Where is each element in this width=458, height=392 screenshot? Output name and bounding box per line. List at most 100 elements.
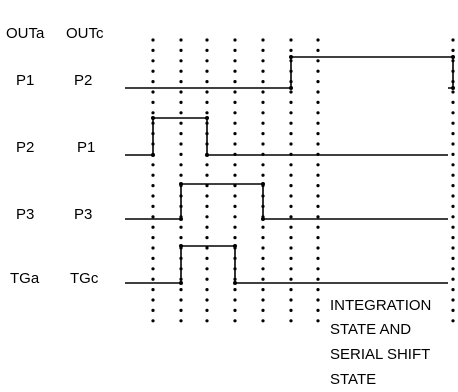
- grid-dot: [289, 267, 293, 271]
- grid-dot: [451, 319, 455, 323]
- grid-dot: [151, 48, 155, 53]
- grid-dot: [289, 204, 293, 208]
- grid-dot: [261, 173, 265, 177]
- grid-dot: [233, 163, 237, 167]
- grid-dot: [233, 308, 237, 312]
- grid-dot: [151, 59, 155, 63]
- grid-dot: [451, 90, 455, 94]
- grid-dot: [233, 111, 237, 115]
- column-header-outc: OUTc: [66, 25, 104, 42]
- grid-dot: [316, 256, 320, 260]
- grid-dot: [205, 59, 209, 63]
- waveform-vertex-dot: [261, 182, 265, 186]
- grid-dot: [451, 236, 455, 240]
- grid-dot: [289, 236, 293, 240]
- grid-dot: [151, 184, 155, 188]
- grid-dot: [316, 319, 320, 323]
- state-note-line-3: SERIAL SHIFT: [330, 346, 430, 363]
- waveform-vertex-dot: [179, 217, 183, 221]
- grid-dot: [261, 111, 265, 115]
- grid-dot: [451, 215, 455, 219]
- grid-dot: [205, 246, 209, 250]
- grid-dot: [233, 236, 237, 240]
- grid-dot: [261, 132, 265, 136]
- grid-dot: [205, 267, 209, 271]
- grid-dot: [205, 163, 209, 167]
- grid-dot: [151, 38, 155, 42]
- grid-dot: [451, 100, 455, 104]
- grid-dot: [233, 225, 237, 229]
- grid-dot: [289, 184, 293, 188]
- grid-dot: [151, 319, 155, 323]
- grid-dot: [451, 132, 455, 136]
- grid-dot: [179, 80, 183, 84]
- grid-dot: [233, 204, 237, 208]
- grid-dot: [151, 246, 155, 250]
- grid-dot: [205, 204, 209, 208]
- grid-dot: [205, 298, 209, 302]
- grid-dot: [233, 38, 237, 42]
- waveform-vertex-dot: [151, 116, 155, 120]
- signal-label-outc-1: P2: [74, 72, 92, 89]
- grid-dot: [451, 111, 455, 115]
- grid-dot: [261, 142, 265, 146]
- waveform-vertex-dot: [233, 244, 237, 248]
- grid-dot: [451, 173, 455, 177]
- grid-dot: [261, 298, 265, 302]
- grid-dot: [205, 111, 209, 115]
- grid-dot: [261, 48, 265, 53]
- grid-dot: [316, 38, 320, 42]
- signal-label-outa-3: P3: [16, 206, 34, 223]
- grid-dot: [179, 236, 183, 240]
- grid-dot: [289, 246, 293, 250]
- grid-dot: [151, 298, 155, 302]
- waveform-vertex-dot: [205, 153, 209, 157]
- grid-dot: [179, 100, 183, 104]
- grid-dot: [205, 277, 209, 281]
- grid-dot: [289, 288, 293, 292]
- grid-dot: [205, 319, 209, 323]
- grid-dot: [316, 308, 320, 312]
- grid-dot: [261, 38, 265, 42]
- dotted-grid: [151, 38, 455, 323]
- grid-dot: [289, 298, 293, 302]
- grid-dot: [451, 308, 455, 312]
- waveform-vertex-dot: [289, 86, 293, 90]
- grid-dot: [316, 80, 320, 84]
- grid-dot: [179, 225, 183, 229]
- grid-dot: [289, 194, 293, 198]
- grid-dot: [316, 132, 320, 136]
- grid-dot: [316, 90, 320, 94]
- grid-dot: [205, 308, 209, 312]
- grid-dot: [261, 100, 265, 104]
- grid-dot: [205, 80, 209, 84]
- grid-dot: [179, 111, 183, 115]
- grid-dot: [261, 277, 265, 281]
- grid-dot: [261, 236, 265, 240]
- grid-dot: [151, 277, 155, 281]
- grid-dot: [179, 69, 183, 73]
- grid-dot: [151, 308, 155, 312]
- grid-dot: [316, 100, 320, 104]
- grid-dot: [179, 163, 183, 167]
- grid-dot: [233, 194, 237, 198]
- grid-dot: [451, 163, 455, 167]
- grid-dot: [316, 48, 320, 53]
- grid-dot: [261, 163, 265, 167]
- grid-dot: [151, 215, 155, 219]
- grid-dot: [205, 288, 209, 292]
- grid-dot: [151, 111, 155, 115]
- grid-dot: [316, 111, 320, 115]
- grid-dot: [151, 80, 155, 84]
- grid-dot: [451, 267, 455, 271]
- waveform-vertex-dot: [179, 244, 183, 248]
- grid-dot: [205, 256, 209, 260]
- state-note-line-2: STATE AND: [330, 321, 411, 338]
- grid-dot: [179, 319, 183, 323]
- grid-dot: [261, 69, 265, 73]
- waveform-vertex-dot: [451, 86, 455, 90]
- grid-dot: [151, 288, 155, 292]
- grid-dot: [205, 215, 209, 219]
- grid-dot: [151, 90, 155, 94]
- grid-dot: [289, 173, 293, 177]
